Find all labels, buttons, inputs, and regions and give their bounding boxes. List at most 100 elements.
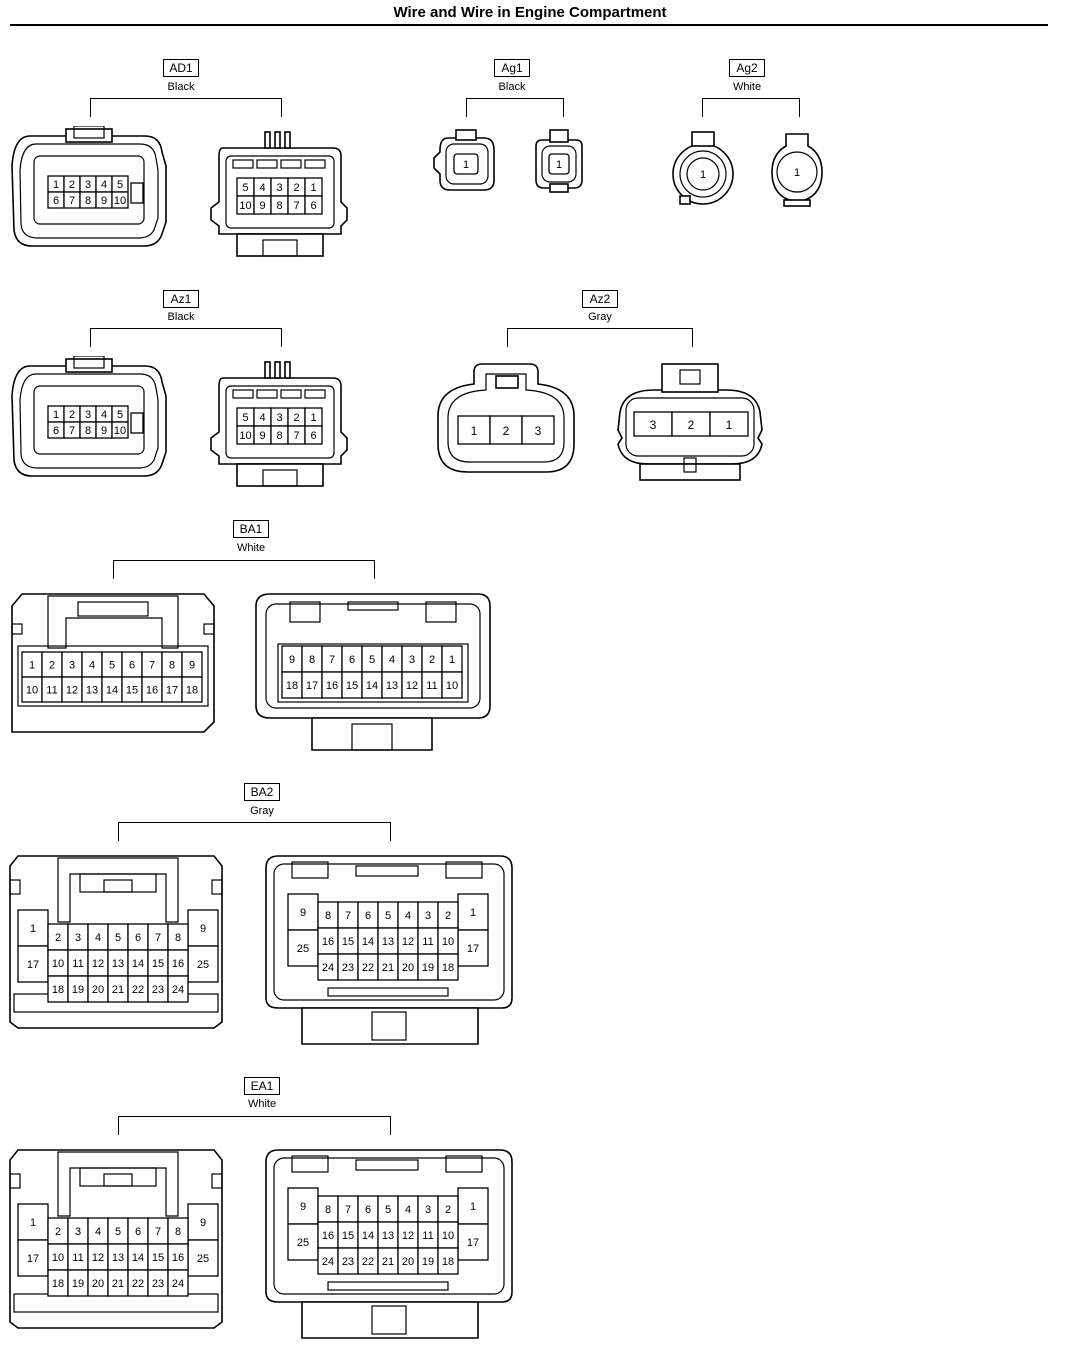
pin-number: 6 (310, 430, 316, 442)
pin-number: 21 (112, 1278, 124, 1290)
connector-outline (661, 363, 719, 393)
connector-outline (548, 153, 570, 175)
pin-number: 18 (186, 685, 198, 697)
connector-ag2-female: 1 (672, 131, 734, 205)
pin-number: 12 (92, 958, 104, 970)
pin-number: 9 (300, 907, 306, 919)
connector-outline (236, 233, 324, 257)
pin-number: 23 (342, 962, 354, 974)
connector-outline (347, 601, 399, 611)
pin-number: 19 (422, 1256, 434, 1268)
pin-number: 4 (101, 179, 107, 191)
pin-number: 2 (293, 182, 299, 194)
bracket-ea1 (118, 1116, 391, 1135)
pin-number: 17 (27, 959, 39, 971)
pin-number: 7 (345, 910, 351, 922)
connector-outline (447, 373, 565, 463)
pin-number: 2 (688, 418, 695, 432)
pin-number: 5 (369, 654, 375, 666)
pin-number: 7 (155, 932, 161, 944)
pin-number: 16 (322, 936, 334, 948)
pin-number: 16 (146, 685, 158, 697)
pin-number: 16 (172, 958, 184, 970)
pin-number: 3 (75, 1226, 81, 1238)
pin-number: 11 (422, 936, 433, 948)
pin-number: 18 (286, 680, 298, 692)
pin-number: 13 (382, 936, 394, 948)
connector-outline (211, 879, 223, 895)
connector-outline (425, 601, 457, 623)
connector-outline (625, 397, 755, 457)
connector-outline (262, 469, 298, 487)
pin-number: 17 (27, 1253, 39, 1265)
connector-outline (73, 356, 105, 369)
connector-outline (256, 159, 278, 169)
pin-number: 11 (422, 1230, 433, 1242)
connector-tag-az2: Az2 (582, 290, 618, 308)
pin-number: 1 (310, 412, 316, 424)
pin-cell (457, 1187, 489, 1225)
pin-number: 1 (463, 159, 469, 171)
pin-number: 3 (75, 932, 81, 944)
pin-number: 5 (117, 179, 123, 191)
pin-cell (709, 411, 749, 437)
pin-number: 7 (329, 654, 335, 666)
pin-number: 6 (53, 425, 59, 437)
pin-number: 1 (29, 660, 35, 672)
connector-outline (57, 1151, 179, 1217)
connector-outline (273, 863, 505, 1001)
pin-number: 10 (446, 680, 458, 692)
connector-outline (327, 987, 449, 997)
pin-number: 9 (101, 195, 107, 207)
pin-cell (457, 1223, 489, 1261)
pin-number: 5 (115, 1226, 121, 1238)
pin-number: 2 (49, 660, 55, 672)
pin-cell (304, 425, 323, 445)
connector-outline (351, 723, 393, 751)
pin-number: 1 (53, 179, 59, 191)
pin-number: 14 (132, 1252, 144, 1264)
connector-outline (301, 1007, 479, 1045)
pin-number: 6 (310, 200, 316, 212)
pin-number: 24 (172, 1278, 184, 1290)
pin-cell (17, 945, 49, 983)
pin-number: 6 (365, 910, 371, 922)
connector-outline (17, 645, 209, 707)
connector-outline (256, 389, 278, 399)
pin-number: 22 (132, 984, 144, 996)
connector-color-ad1: Black (167, 81, 195, 93)
connector-outline (776, 151, 818, 193)
pin-number: 16 (322, 1230, 334, 1242)
pin-number: 24 (322, 962, 334, 974)
pin-number: 8 (276, 430, 282, 442)
pin-number: 10 (239, 430, 251, 442)
pin-number: 12 (402, 1230, 414, 1242)
pin-number: 5 (242, 182, 248, 194)
pin-number: 2 (69, 409, 75, 421)
pin-number: 8 (85, 195, 91, 207)
pin-number: 22 (132, 1278, 144, 1290)
pin-number: 5 (242, 412, 248, 424)
pin-number: 6 (135, 932, 141, 944)
bracket-az2 (507, 328, 693, 347)
connector-outline (679, 150, 727, 198)
pin-number: 11 (46, 685, 57, 697)
connector-outline (33, 385, 145, 455)
pin-number: 6 (135, 1226, 141, 1238)
pin-number: 23 (152, 984, 164, 996)
connector-outline (264, 361, 271, 379)
bracket-ba2 (118, 822, 391, 841)
pin-number: 8 (175, 1226, 181, 1238)
connector-outline (549, 129, 569, 143)
pin-number: 15 (126, 685, 138, 697)
pin-number: 5 (385, 910, 391, 922)
connector-ag2-male: 1 (771, 133, 823, 207)
pin-number: 16 (172, 1252, 184, 1264)
pin-number: 20 (92, 1278, 104, 1290)
connector-outline (445, 861, 483, 879)
connector-outline (495, 375, 519, 389)
pin-number: 25 (197, 1253, 209, 1265)
connector-outline (274, 361, 281, 379)
connector-tag-az1: Az1 (163, 290, 199, 308)
